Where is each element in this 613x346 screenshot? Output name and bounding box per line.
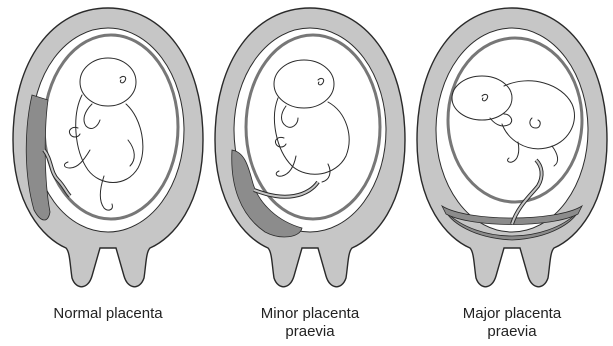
caption-line: praevia	[210, 323, 410, 341]
amniotic-sac	[246, 35, 380, 219]
panel-minor-placenta-praevia: Minor placenta praevia	[210, 0, 410, 346]
caption-line: Normal placenta	[8, 305, 208, 323]
caption-line: praevia	[412, 323, 612, 341]
uterus-illustration-major	[412, 0, 612, 300]
caption-line: Minor placenta	[210, 305, 410, 323]
panel-normal-placenta: Normal placenta	[8, 0, 208, 346]
uterus-illustration-normal	[8, 0, 208, 300]
caption-line: Major placenta	[412, 305, 612, 323]
caption-major-placenta-praevia: Major placenta praevia	[412, 305, 612, 341]
caption-normal-placenta: Normal placenta	[8, 305, 208, 323]
caption-minor-placenta-praevia: Minor placenta praevia	[210, 305, 410, 341]
panel-major-placenta-praevia: Major placenta praevia	[412, 0, 612, 346]
uterus-illustration-minor	[210, 0, 410, 300]
amniotic-sac	[448, 38, 582, 202]
